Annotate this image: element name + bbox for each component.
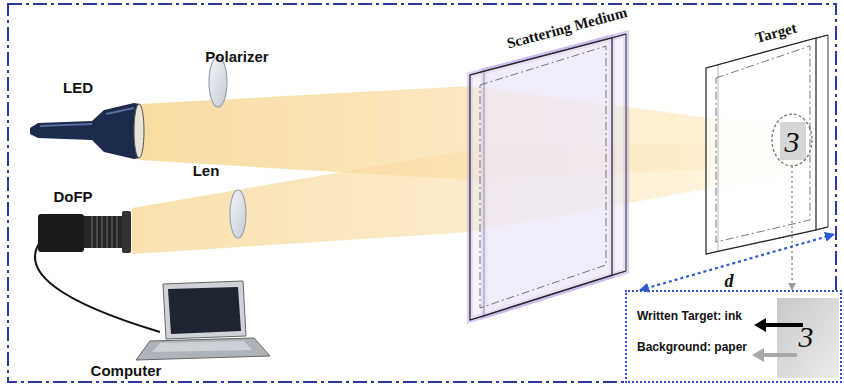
- handwritten-digit: 3: [785, 125, 800, 158]
- lens-front-ring: [122, 211, 131, 253]
- flashlight-highlight: [40, 108, 134, 126]
- lens-label: Len: [193, 163, 220, 180]
- camera-lens-barrel: [84, 216, 124, 248]
- zoom-leader: [791, 166, 793, 258]
- target-board: Target: [700, 22, 834, 258]
- led-label: LED: [63, 80, 93, 97]
- paper-pointer: [761, 353, 797, 357]
- laptop-screen: [168, 287, 241, 334]
- zoom-arrow: [791, 258, 793, 290]
- paper-note: Background: paper: [637, 341, 747, 354]
- ink-note: Written Target: ink: [637, 310, 742, 323]
- computer-label: Computer: [91, 363, 162, 380]
- node-outline: [700, 22, 834, 258]
- slab-glow: [470, 38, 612, 320]
- camera-body: [38, 214, 84, 252]
- flashlight-head: [134, 104, 144, 158]
- node-outline: [462, 20, 640, 340]
- camera-label: DoFP: [53, 189, 92, 206]
- ink-pointer-head: [754, 318, 766, 332]
- distance-arrow: [640, 234, 834, 290]
- laptop-computer: [136, 281, 270, 360]
- led-flashlight: [30, 103, 144, 159]
- dofp-camera: [35, 211, 160, 332]
- flashlight-body: [30, 103, 140, 159]
- laptop-keyboard: [152, 341, 252, 352]
- slab-edges: [706, 35, 828, 254]
- slab-centerline: [480, 46, 606, 308]
- scattering-medium-slab: Scattering Medium: [462, 20, 640, 340]
- camera-cable: [35, 242, 160, 332]
- slab-edges: [470, 34, 626, 320]
- distance-label: d: [725, 272, 734, 292]
- laptop-lid: [163, 281, 246, 339]
- slab-centerline: [716, 46, 810, 242]
- lens-ribs: [92, 216, 117, 248]
- laptop-base: [136, 338, 270, 360]
- target-title: Target: [754, 20, 799, 47]
- lens-element: [230, 190, 246, 238]
- target-photo: [780, 122, 806, 160]
- target-photo: [777, 298, 839, 378]
- slab-front-face: [470, 38, 612, 320]
- polarizer-label: Polarizer: [205, 49, 268, 66]
- handwritten-digit: 3: [799, 320, 814, 353]
- target-highlight: [772, 114, 812, 166]
- ink-pointer: [763, 323, 803, 327]
- paper-pointer-head: [752, 348, 764, 362]
- return-beam: [132, 140, 800, 254]
- slab-front-face: [706, 38, 816, 254]
